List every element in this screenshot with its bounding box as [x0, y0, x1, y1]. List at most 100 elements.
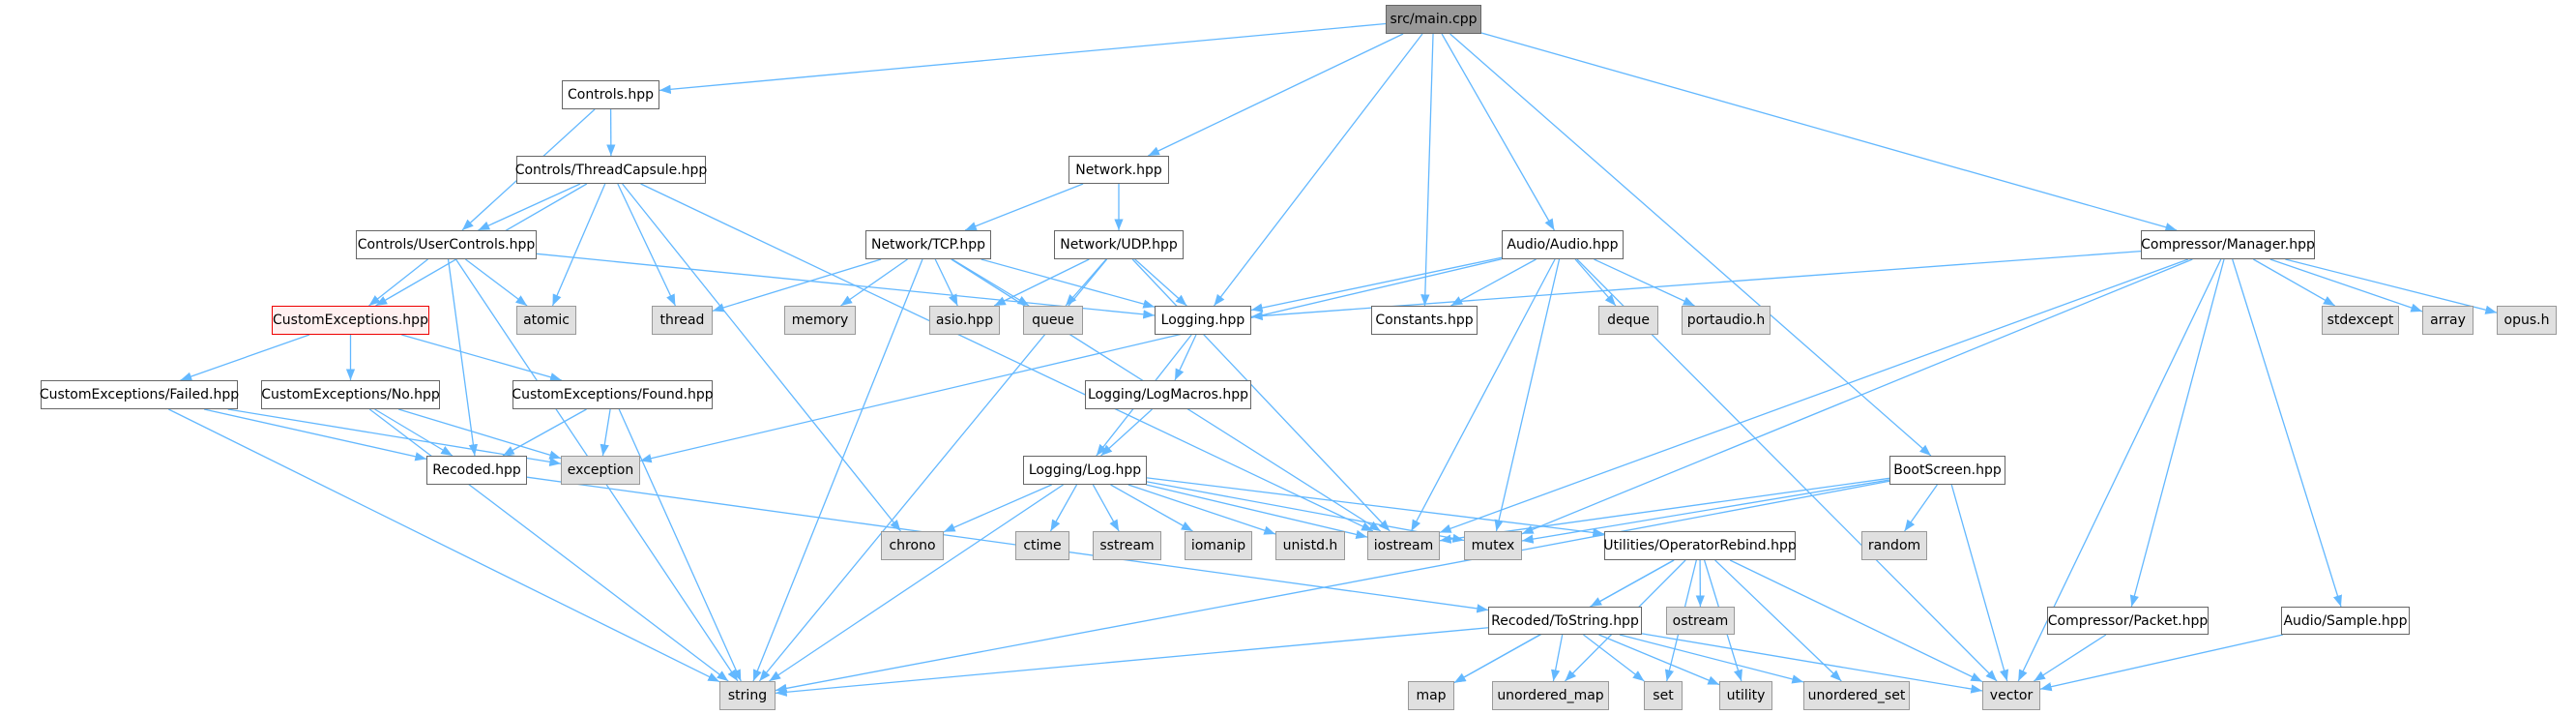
edge-sample-to-vector — [2039, 634, 2284, 692]
node-stdexcept[interactable]: stdexcept — [2322, 306, 2399, 335]
node-vector[interactable]: vector — [1982, 681, 2040, 710]
node-manager[interactable]: Compressor/Manager.hpp — [2141, 230, 2315, 259]
node-iostream[interactable]: iostream — [1367, 531, 1440, 560]
node-chrono[interactable]: chrono — [881, 531, 944, 560]
node-network[interactable]: Network.hpp — [1068, 156, 1169, 184]
edge-tostring-to-uset — [1619, 634, 1804, 684]
node-logging[interactable]: Logging.hpp — [1155, 306, 1251, 335]
edge-manager-to-array — [2269, 258, 2423, 313]
node-ostream[interactable]: ostream — [1666, 607, 1735, 635]
edge-usercontrols-to-logging — [536, 253, 1156, 319]
node-opus[interactable]: opus.h — [2497, 306, 2557, 335]
edge-tostring-to-utility — [1598, 634, 1720, 686]
edge-udp-to-queue — [1065, 258, 1107, 307]
node-utility[interactable]: utility — [1719, 681, 1772, 710]
node-iomanip[interactable]: iomanip — [1185, 531, 1252, 560]
edge-recoded-to-tostring — [526, 476, 1489, 613]
edge-tostring-to-set — [1583, 634, 1645, 682]
node-usercontrols[interactable]: Controls/UserControls.hpp — [356, 230, 537, 259]
edge-tcp-to-asio — [934, 258, 958, 307]
edge-audio-to-logging — [1250, 256, 1503, 313]
node-bootscreen[interactable]: BootScreen.hpp — [1889, 456, 2005, 485]
node-log[interactable]: Logging/Log.hpp — [1023, 456, 1147, 485]
node-customexceptions[interactable]: CustomExceptions.hpp — [272, 306, 429, 335]
edge-network-to-tcp — [964, 183, 1084, 231]
node-udp[interactable]: Network/UDP.hpp — [1054, 230, 1184, 259]
edge-log-to-oprebind — [1146, 477, 1605, 538]
edge-manager-to-sample — [2232, 258, 2342, 608]
edge-threadcapsule-to-atomic — [551, 183, 606, 307]
edge-tcp-to-thread — [712, 258, 882, 313]
node-threadcapsule[interactable]: Controls/ThreadCapsule.hpp — [515, 156, 707, 184]
edge-audio-to-constants — [1450, 258, 1537, 307]
node-asio[interactable]: asio.hpp — [929, 306, 1000, 335]
edge-log-to-unistd — [1127, 484, 1276, 535]
node-atomic[interactable]: atomic — [516, 306, 576, 335]
node-portaudio[interactable]: portaudio.h — [1682, 306, 1771, 335]
node-audio[interactable]: Audio/Audio.hpp — [1502, 230, 1624, 259]
node-string[interactable]: string — [719, 681, 776, 710]
edge-audio-to-mutex — [1494, 258, 1561, 532]
edge-threadcapsule-to-chrono — [622, 183, 901, 532]
edge-main-to-constants — [1420, 33, 1434, 307]
node-mutex[interactable]: mutex — [1464, 531, 1522, 560]
node-controls[interactable]: Controls.hpp — [562, 80, 659, 109]
node-map[interactable]: map — [1408, 681, 1454, 710]
edge-manager-to-iostream — [1439, 258, 2189, 533]
node-exception[interactable]: exception — [561, 456, 640, 485]
edge-manager-to-opus — [2285, 258, 2498, 314]
edge-log-to-iostream — [1146, 484, 1368, 539]
node-uset[interactable]: unordered_set — [1803, 681, 1910, 710]
edge-log-to-ctime — [1049, 484, 1078, 532]
edge-tostring-to-map — [1453, 634, 1540, 684]
node-array[interactable]: array — [2422, 306, 2474, 335]
edge-tcp-to-logging — [981, 258, 1156, 309]
node-constants[interactable]: Constants.hpp — [1371, 306, 1478, 335]
edge-main-to-bootscreen — [1449, 33, 1932, 457]
edge-tostring-to-umap — [1551, 634, 1564, 682]
edge-oprebind-to-uset — [1714, 559, 1842, 682]
node-queue[interactable]: queue — [1023, 306, 1083, 335]
node-no[interactable]: CustomExceptions/No.hpp — [261, 380, 440, 409]
node-ctime[interactable]: ctime — [1015, 531, 1069, 560]
node-oprebind[interactable]: Utilities/OperatorRebind.hpp — [1603, 531, 1797, 560]
edge-failed-to-string — [168, 408, 720, 683]
edge-logmacros-to-log — [1100, 408, 1153, 457]
node-sample[interactable]: Audio/Sample.hpp — [2281, 607, 2410, 635]
edge-bootscreen-to-vector — [1950, 484, 2009, 682]
node-unistd[interactable]: unistd.h — [1275, 531, 1345, 560]
node-recoded[interactable]: Recoded.hpp — [426, 456, 527, 485]
edge-audio-to-portaudio — [1594, 258, 1695, 307]
node-memory[interactable]: memory — [784, 306, 856, 335]
edge-threadcapsule-to-iostream — [640, 183, 1374, 532]
edge-bootscreen-to-iostream — [1439, 477, 1890, 544]
edge-log-to-string — [769, 484, 1064, 682]
node-random[interactable]: random — [1861, 531, 1927, 560]
node-tcp[interactable]: Network/TCP.hpp — [865, 230, 991, 259]
node-umap[interactable]: unordered_map — [1492, 681, 1609, 710]
node-failed[interactable]: CustomExceptions/Failed.hpp — [40, 380, 239, 409]
node-found[interactable]: CustomExceptions/Found.hpp — [512, 380, 714, 409]
edge-packet-to-vector — [2033, 634, 2107, 682]
node-thread[interactable]: thread — [652, 306, 713, 335]
edge-oprebind-to-vector — [1729, 559, 1983, 683]
edge-main-to-controls — [659, 22, 1387, 94]
node-tostring[interactable]: Recoded/ToString.hpp — [1488, 607, 1642, 635]
edge-udp-to-iostream — [1131, 258, 1390, 532]
edge-tcp-to-queue — [951, 258, 1030, 307]
node-sstream[interactable]: sstream — [1093, 531, 1161, 560]
edge-found-to-string — [618, 408, 742, 682]
edge-udp-to-asio — [993, 258, 1090, 307]
node-main[interactable]: src/main.cpp — [1386, 5, 1481, 34]
edge-threadcapsule-to-thread — [617, 183, 676, 307]
edge-usercontrols-to-atomic — [465, 258, 528, 307]
node-logmacros[interactable]: Logging/LogMacros.hpp — [1085, 380, 1251, 409]
node-set[interactable]: set — [1644, 681, 1683, 710]
node-deque[interactable]: deque — [1598, 306, 1658, 335]
edge-tostring-to-vector — [1641, 633, 1983, 694]
edge-customexceptions-to-found — [401, 334, 562, 382]
edge-tostring-to-string — [775, 627, 1489, 697]
edge-audio-to-iostream — [1410, 258, 1556, 532]
node-packet[interactable]: Compressor/Packet.hpp — [2047, 607, 2209, 635]
